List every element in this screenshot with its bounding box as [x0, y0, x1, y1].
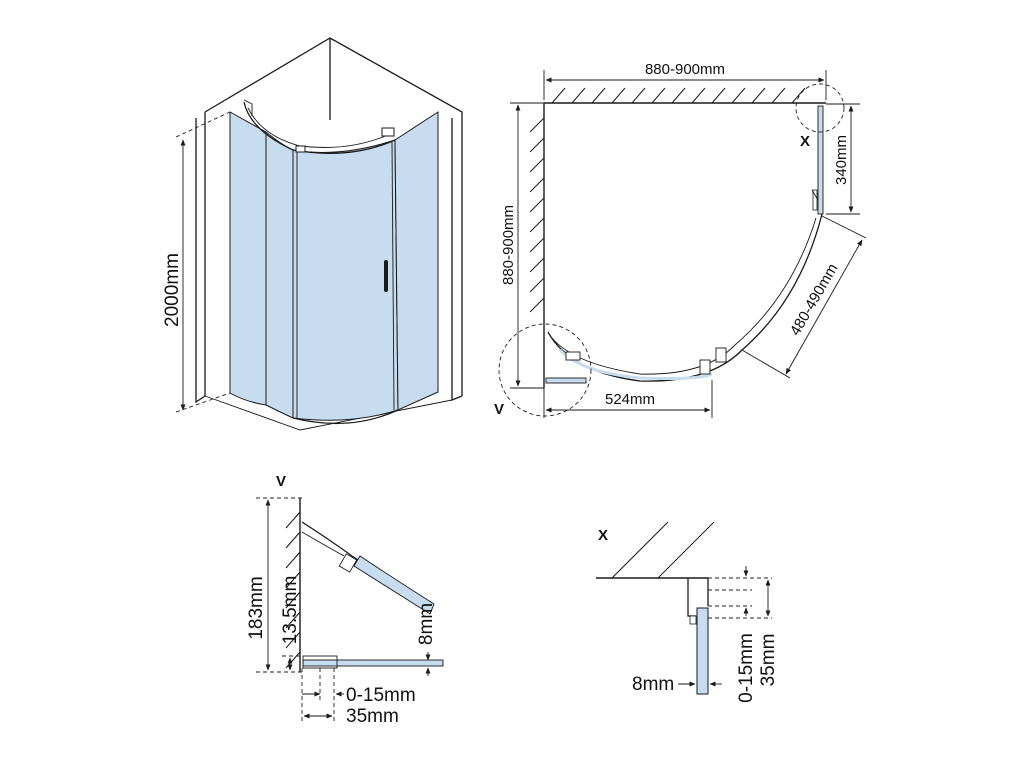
detail-v: V 183mm 13.5mm 8mm 0-15mm: [246, 473, 444, 727]
left-depth-label: 880-900mm: [500, 205, 517, 285]
detail-v-circle: [498, 323, 592, 417]
left-wall-edge: [195, 118, 206, 404]
rail-roller: [381, 127, 395, 137]
detail-v-door-glass: [353, 555, 435, 615]
top-width-label: 880-900mm: [645, 61, 725, 78]
plan-roller-left: [565, 351, 581, 361]
diagonal-label: 480-490mm: [787, 261, 842, 339]
plan-roller-right: [715, 347, 727, 363]
top-rail: [243, 101, 396, 154]
sliding-door-glass: [292, 139, 399, 421]
plan-left-fixed-glass: [545, 377, 587, 384]
top-width-ext: [543, 70, 827, 100]
bottom-span-ext: [543, 380, 713, 418]
detail-x-glass: [696, 607, 709, 695]
floor-line: [204, 395, 453, 431]
plan-handle: [811, 189, 819, 201]
right-fixed-glass: [394, 111, 439, 411]
detail-x-ext: [708, 577, 772, 619]
detail-x-title: X: [598, 527, 608, 544]
top-wall-hatch: [551, 87, 806, 104]
plan-inner-arc: [551, 217, 817, 375]
detail-x: X 0-15mm 35mm 8mm: [596, 521, 779, 703]
diagonal-dim-line: [785, 239, 863, 375]
detail-v-35-label: 35mm: [346, 706, 399, 727]
left-depth-ext: [510, 102, 544, 389]
left-curved-glass: [265, 130, 294, 419]
height-extension-lines: [175, 111, 231, 413]
detail-v-floor-glass: [302, 659, 444, 667]
detail-v-183-ext: [256, 497, 302, 673]
plan-door-glass: [558, 348, 713, 380]
perspective-view: 2000mm: [162, 37, 463, 431]
diagonal-ext: [741, 215, 867, 379]
height-label: 2000mm: [162, 253, 183, 327]
right-depth-label: 340mm: [833, 135, 850, 185]
detail-v-bottom-ext: [301, 668, 335, 722]
detail-v-door-inner: [301, 531, 345, 557]
marker-v: V: [494, 401, 504, 418]
door-edges: [296, 141, 395, 418]
detail-x-circle: [795, 83, 845, 133]
detail-x-wall-hatch: [611, 521, 715, 579]
left-fixed-glass: [229, 111, 267, 406]
plan-view: X V 880-900mm 880-900mm 340mm 480-490mm …: [494, 61, 867, 418]
left-wall-hatch: [529, 117, 545, 313]
detail-v-title: V: [276, 473, 286, 490]
rail-roller: [295, 145, 306, 153]
right-depth-ext: [826, 103, 860, 215]
detail-v-015-label: 0-15mm: [346, 685, 416, 706]
plan-right-fixed-glass: [817, 105, 824, 215]
bottom-span-label: 524mm: [605, 391, 655, 408]
wall-bracket-left: [243, 99, 253, 116]
plan-right-bracket: [812, 189, 818, 211]
detail-v-roller: [338, 553, 358, 573]
plan-roller-mid: [699, 359, 711, 375]
detail-v-183-label: 183mm: [246, 576, 267, 639]
detail-x-seal: [689, 615, 697, 625]
room-walls: [204, 37, 463, 396]
detail-x-8-label: 8mm: [632, 674, 674, 695]
detail-x-35-label: 35mm: [758, 634, 779, 687]
bottom-rail: [292, 409, 399, 425]
detail-x-015-label: 0-15mm: [736, 633, 757, 703]
detail-v-8-label: 8mm: [416, 603, 437, 645]
right-wall-edge: [451, 118, 463, 401]
marker-x: X: [800, 133, 810, 150]
detail-v-135-label: 13.5mm: [280, 576, 301, 645]
